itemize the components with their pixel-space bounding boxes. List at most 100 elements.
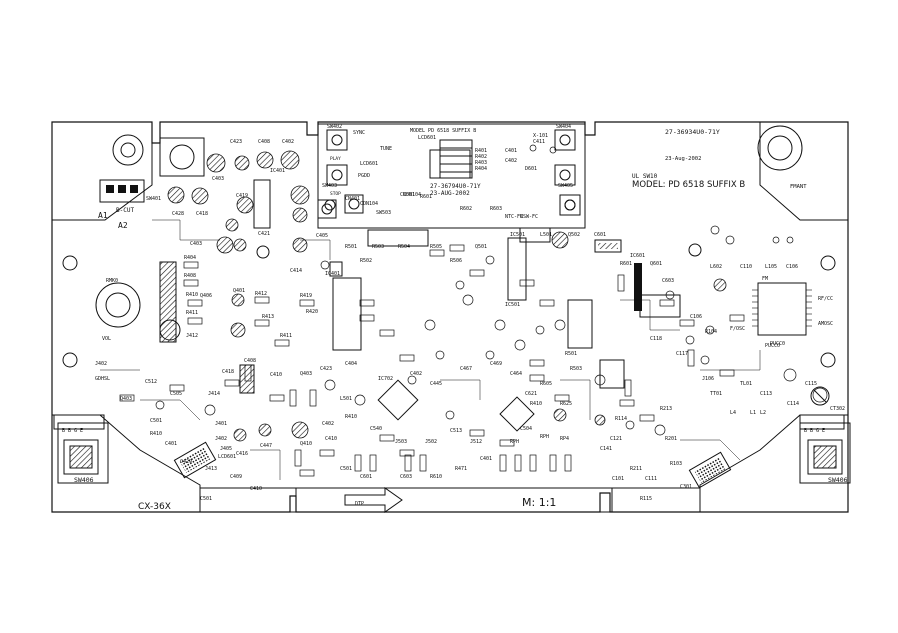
svg-text:C121: C121 <box>610 436 622 442</box>
svg-text:C419: C419 <box>236 193 248 199</box>
svg-text:R603: R603 <box>490 206 502 212</box>
ic-dark-strip <box>634 263 642 311</box>
svg-text:RP4: RP4 <box>560 436 569 442</box>
rotated-chip-right <box>688 451 732 489</box>
svg-text:C111: C111 <box>645 476 657 482</box>
svg-text:C501: C501 <box>150 418 162 424</box>
bcut-label: B-CUT <box>116 207 134 214</box>
svg-text:Q403: Q403 <box>300 371 312 377</box>
svg-text:R403: R403 <box>475 160 487 166</box>
side-switch-dots: B B G E B B G E <box>62 428 825 434</box>
svg-text:PGDD: PGDD <box>358 173 370 179</box>
trim-pot <box>810 386 830 406</box>
svg-text:R420: R420 <box>306 309 318 315</box>
svg-text:C601: C601 <box>594 232 606 238</box>
svg-text:R410: R410 <box>150 431 162 437</box>
svg-text:C401: C401 <box>165 441 177 447</box>
svg-text:IC702: IC702 <box>378 376 393 382</box>
electrolytic-capacitors <box>167 150 727 442</box>
vol-label: VOL <box>102 336 111 342</box>
ul-label: UL SW10 <box>632 173 658 180</box>
svg-text:C401: C401 <box>480 456 492 462</box>
svg-text:R625: R625 <box>560 401 572 407</box>
svg-text:R211: R211 <box>630 466 642 472</box>
rotated-chip-left <box>173 441 217 479</box>
svg-text:C501: C501 <box>340 466 352 472</box>
svg-text:C410: C410 <box>270 372 282 378</box>
svg-text:C141: C141 <box>600 446 612 452</box>
svg-text:Q403: Q403 <box>120 396 132 402</box>
svg-text:R419: R419 <box>300 293 312 299</box>
tact-switches <box>317 129 581 219</box>
svg-text:C110: C110 <box>740 264 752 270</box>
svg-text:RPH: RPH <box>540 434 549 440</box>
svg-text:C512: C512 <box>145 379 157 385</box>
svg-text:C603: C603 <box>400 474 412 480</box>
svg-text:C409: C409 <box>230 474 242 480</box>
svg-text:R410: R410 <box>530 401 542 407</box>
svg-text:C106: C106 <box>690 314 702 320</box>
svg-text:C416: C416 <box>236 451 248 457</box>
svg-text:Q502: Q502 <box>568 232 580 238</box>
sw-top-left: SW401 <box>146 196 161 202</box>
svg-text:C418: C418 <box>196 211 208 217</box>
part-number-right: 27-36934U0-71Y <box>665 128 720 136</box>
center-sub-board <box>317 123 586 229</box>
svg-text:C402: C402 <box>505 158 517 164</box>
svg-text:SYNC: SYNC <box>353 130 365 136</box>
svg-text:L2: L2 <box>760 410 766 416</box>
connector-top-2 <box>519 227 551 243</box>
cn401-label: CN401 <box>345 196 360 202</box>
resistors <box>119 244 745 477</box>
svg-text:LCD601: LCD601 <box>418 135 436 141</box>
svg-text:C410: C410 <box>325 436 337 442</box>
svg-text:C421: C421 <box>258 231 270 237</box>
svg-text:C113: C113 <box>760 391 772 397</box>
corner-block-left <box>53 414 105 430</box>
svg-text:X-101: X-101 <box>533 133 548 139</box>
svg-text:C621: C621 <box>525 391 537 397</box>
ic-right-label: IC601 <box>630 253 645 259</box>
switch-block-right <box>799 422 851 484</box>
svg-text:R411: R411 <box>186 310 198 316</box>
svg-text:LCD601: LCD601 <box>360 161 378 167</box>
svg-text:Q601: Q601 <box>650 261 662 267</box>
svg-text:C118: C118 <box>650 336 662 342</box>
svg-text:C513: C513 <box>450 428 462 434</box>
svg-text:C405: C405 <box>316 233 328 239</box>
svg-text:R404: R404 <box>184 255 196 261</box>
ic-vertical-left <box>253 179 271 229</box>
svg-text:IC401: IC401 <box>270 168 285 174</box>
diamond-ic-1 <box>377 379 419 421</box>
qfp-pins <box>752 289 812 327</box>
svg-text:R404: R404 <box>475 166 487 172</box>
svg-text:J106: J106 <box>702 376 714 382</box>
svg-text:C447: C447 <box>260 443 272 449</box>
svg-text:R502: R502 <box>360 258 372 264</box>
svg-text:R114: R114 <box>615 416 627 422</box>
svg-text:C429: C429 <box>180 459 192 465</box>
svg-text:C501: C501 <box>200 496 212 502</box>
svg-text:L501: L501 <box>540 232 552 238</box>
cn501-label: CN501 <box>400 192 415 198</box>
svg-text:J414: J414 <box>208 391 220 397</box>
ntc-label: NTC-FC <box>505 214 523 220</box>
svg-text:R471: R471 <box>455 466 467 472</box>
svg-text:CT302: CT302 <box>830 406 845 412</box>
svg-text:F/OSC: F/OSC <box>730 326 745 332</box>
svg-text:R410: R410 <box>186 292 198 298</box>
svg-text:C411: C411 <box>533 139 545 145</box>
pcc-label: PUCC0 <box>770 341 785 347</box>
ic-tall <box>567 299 593 349</box>
sw-right: SW406 <box>828 476 848 484</box>
sw-left: SW406 <box>74 476 94 484</box>
pcb-traces <box>100 219 761 480</box>
left-top-cutout <box>52 122 153 221</box>
bcut-connector <box>99 179 145 203</box>
svg-text:J412: J412 <box>186 333 198 339</box>
svg-text:C603: C603 <box>662 278 674 284</box>
svg-text:C114: C114 <box>787 401 799 407</box>
svg-text:C410: C410 <box>250 486 262 492</box>
svg-text:J503: J503 <box>395 439 407 445</box>
